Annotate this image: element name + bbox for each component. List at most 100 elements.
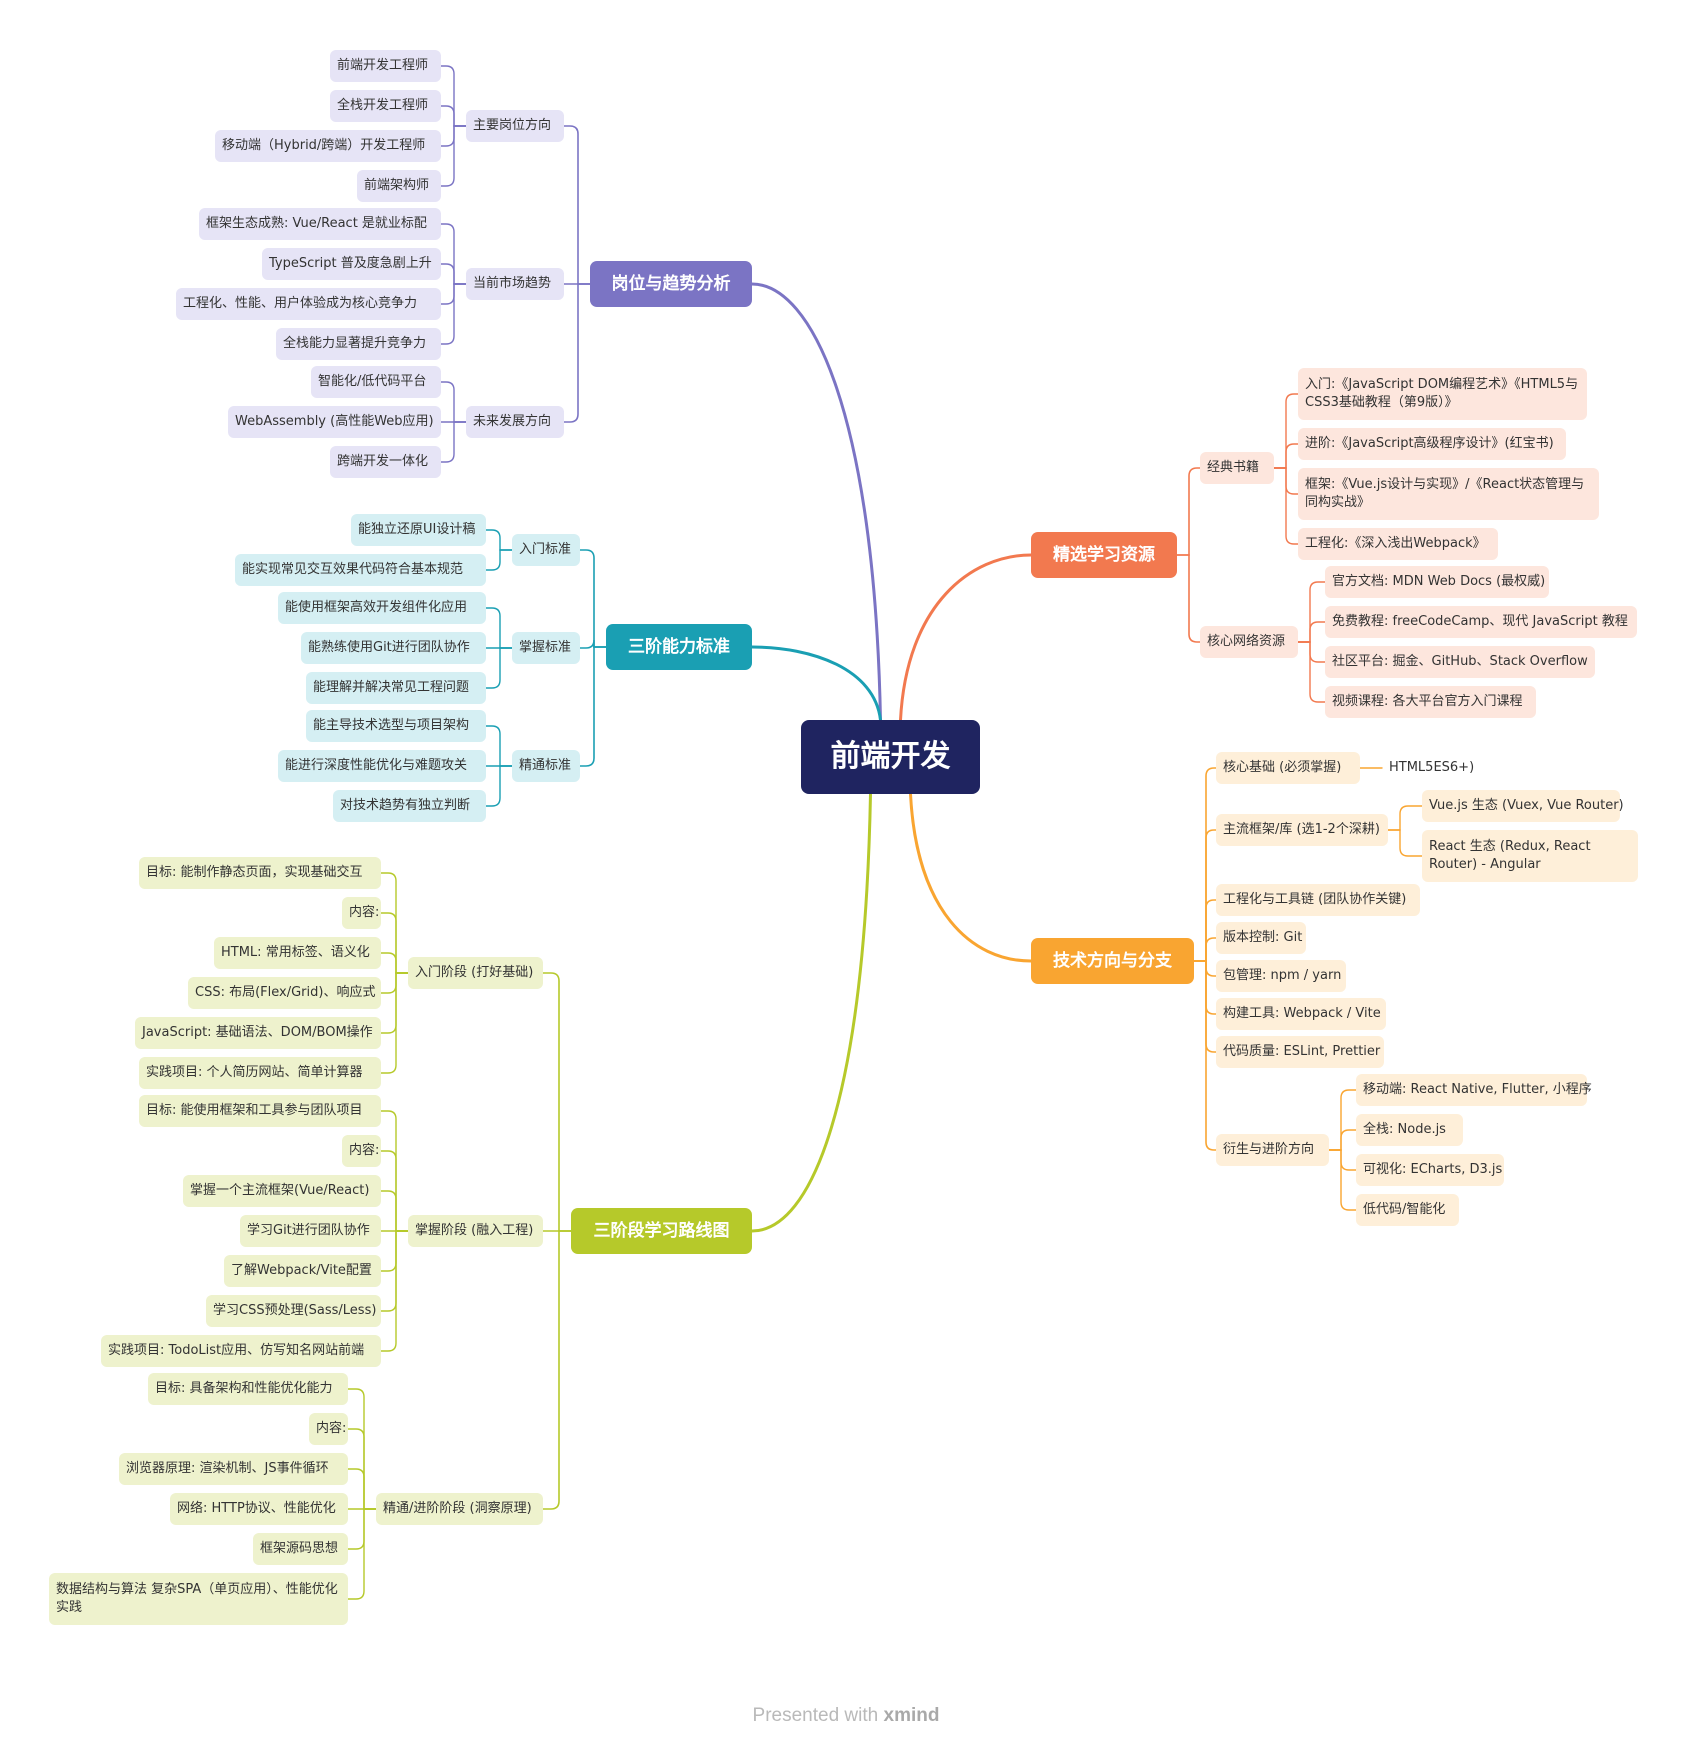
leaf-roadmap-2-0[interactable]: 目标: 具备架构和性能优化能力 bbox=[148, 1373, 348, 1405]
leaf-resources-0-1[interactable]: 进阶:《JavaScript高级程序设计》(红宝书) bbox=[1298, 428, 1566, 460]
connector bbox=[440, 65, 467, 127]
leaf-resources-0-3[interactable]: 工程化:《深入浅出Webpack》 bbox=[1298, 528, 1498, 560]
leaf-roadmap-1-2[interactable]: 掌握一个主流框架(Vue/React) bbox=[183, 1175, 381, 1207]
connector bbox=[1193, 960, 1217, 1015]
leaf-roadmap-2-2[interactable]: 浏览器原理: 渲染机制、JS事件循环 bbox=[119, 1453, 348, 1485]
leaf-abilities-0-1[interactable]: 能实现常见交互效果代码符合基本规范 bbox=[235, 554, 486, 586]
connector bbox=[1193, 960, 1217, 977]
leaf-roadmap-0-4[interactable]: JavaScript: 基础语法、DOM/BOM操作 bbox=[135, 1017, 381, 1049]
leaf-tech-0-0[interactable]: HTML5ES6+) bbox=[1389, 760, 1475, 776]
leaf-positions-0-1[interactable]: 全栈开发工程师 bbox=[330, 90, 441, 122]
leaf-tech-1-1[interactable]: React 生态 (Redux, React Router) - Angular bbox=[1422, 830, 1638, 882]
branch-abilities[interactable]: 三阶能力标准 bbox=[606, 624, 752, 670]
leaf-roadmap-2-1[interactable]: 内容: bbox=[309, 1413, 348, 1445]
leaf-roadmap-0-2[interactable]: HTML: 常用标签、语义化 bbox=[214, 937, 381, 969]
leaf-positions-0-3[interactable]: 前端架构师 bbox=[357, 170, 441, 202]
root-topic[interactable]: 前端开发 bbox=[801, 720, 980, 794]
leaf-resources-1-3[interactable]: 视频课程: 各大平台官方入门课程 bbox=[1325, 686, 1536, 718]
subtopic-positions-0[interactable]: 主要岗位方向 bbox=[466, 110, 564, 142]
leaf-positions-0-2[interactable]: 移动端（Hybrid/跨端）开发工程师 bbox=[215, 130, 441, 162]
leaf-abilities-1-1[interactable]: 能熟练使用Git进行团队协作 bbox=[301, 632, 486, 664]
subtopic-tech-7[interactable]: 衍生与进阶方向 bbox=[1216, 1134, 1329, 1166]
leaf-abilities-1-0[interactable]: 能使用框架高效开发组件化应用 bbox=[278, 592, 486, 624]
subtopic-resources-0[interactable]: 经典书籍 bbox=[1200, 452, 1274, 484]
subtopic-tech-4[interactable]: 包管理: npm / yarn bbox=[1216, 960, 1346, 992]
leaf-abilities-2-0[interactable]: 能主导技术选型与项目架构 bbox=[306, 710, 486, 742]
leaf-roadmap-1-6[interactable]: 实践项目: TodoList应用、仿写知名网站前端 bbox=[101, 1335, 381, 1367]
leaf-roadmap-0-1[interactable]: 内容: bbox=[342, 897, 381, 929]
connector bbox=[380, 1230, 409, 1272]
leaf-roadmap-2-5[interactable]: 数据结构与算法 复杂SPA（单页应用）、性能优化实践 bbox=[49, 1573, 348, 1625]
connector bbox=[380, 972, 409, 994]
leaf-abilities-0-0[interactable]: 能独立还原UI设计稿 bbox=[351, 514, 486, 546]
subtopic-roadmap-0[interactable]: 入门阶段 (打好基础) bbox=[408, 957, 543, 989]
subtopic-abilities-2[interactable]: 精通标准 bbox=[512, 750, 580, 782]
leaf-roadmap-0-5[interactable]: 实践项目: 个人简历网站、简单计算器 bbox=[139, 1057, 381, 1089]
leaf-positions-1-0[interactable]: 框架生态成熟: Vue/React 是就业标配 bbox=[199, 208, 441, 240]
subtopic-roadmap-2[interactable]: 精通/进阶阶段 (洞察原理) bbox=[376, 1493, 543, 1525]
connector bbox=[380, 972, 409, 1074]
connector bbox=[909, 792, 1033, 963]
leaf-roadmap-0-3[interactable]: CSS: 布局(Flex/Grid)、响应式 bbox=[188, 977, 381, 1009]
leaf-positions-2-1[interactable]: WebAssembly (高性能Web应用) bbox=[228, 406, 441, 438]
leaf-roadmap-2-3[interactable]: 网络: HTTP协议、性能优化 bbox=[170, 1493, 348, 1525]
leaf-resources-0-2[interactable]: 框架:《Vue.js设计与实现》/《React状态管理与同构实战》 bbox=[1298, 468, 1599, 520]
subtopic-tech-5[interactable]: 构建工具: Webpack / Vite bbox=[1216, 998, 1386, 1030]
subtopic-tech-0[interactable]: 核心基础 (必须掌握) bbox=[1216, 752, 1360, 784]
leaf-positions-1-3[interactable]: 全栈能力显著提升竞争力 bbox=[276, 328, 441, 360]
connector bbox=[440, 105, 467, 127]
leaf-abilities-1-2[interactable]: 能理解并解决常见工程问题 bbox=[306, 672, 486, 704]
leaf-roadmap-0-0[interactable]: 目标: 能制作静态页面，实现基础交互 bbox=[139, 857, 381, 889]
leaf-positions-1-2[interactable]: 工程化、性能、用户体验成为核心竞争力 bbox=[176, 288, 441, 320]
connector bbox=[440, 223, 467, 285]
leaf-tech-1-0[interactable]: Vue.js 生态 (Vuex, Vue Router) bbox=[1422, 790, 1624, 822]
connector bbox=[380, 1190, 409, 1232]
leaf-tech-7-2[interactable]: 可视化: ECharts, D3.js bbox=[1356, 1154, 1504, 1186]
leaf-resources-1-2[interactable]: 社区平台: 掘金、GitHub、Stack Overflow bbox=[1325, 646, 1595, 678]
subtopic-tech-1[interactable]: 主流框架/库 (选1-2个深耕) bbox=[1216, 814, 1388, 846]
branch-tech[interactable]: 技术方向与分支 bbox=[1031, 938, 1194, 984]
connector bbox=[380, 972, 409, 1034]
leaf-resources-0-0[interactable]: 入门:《JavaScript DOM编程艺术》《HTML5与CSS3基础教程（第… bbox=[1298, 368, 1587, 420]
connector bbox=[485, 607, 513, 649]
leaf-tech-7-1[interactable]: 全栈: Node.js bbox=[1356, 1114, 1463, 1146]
subtopic-tech-6[interactable]: 代码质量: ESLint, Prettier bbox=[1216, 1036, 1384, 1068]
subtopic-abilities-0[interactable]: 入门标准 bbox=[512, 534, 580, 566]
subtopic-resources-1[interactable]: 核心网络资源 bbox=[1200, 626, 1298, 658]
subtopic-positions-1[interactable]: 当前市场趋势 bbox=[466, 268, 564, 300]
connector bbox=[1273, 467, 1299, 545]
branch-roadmap[interactable]: 三阶段学习路线图 bbox=[571, 1208, 752, 1254]
subtopic-roadmap-1[interactable]: 掌握阶段 (融入工程) bbox=[408, 1215, 543, 1247]
connector bbox=[380, 912, 409, 974]
subtopic-tech-2[interactable]: 工程化与工具链 (团队协作关键) bbox=[1216, 884, 1420, 916]
connector bbox=[347, 1428, 377, 1510]
leaf-positions-0-0[interactable]: 前端开发工程师 bbox=[330, 50, 441, 82]
leaf-resources-1-0[interactable]: 官方文档: MDN Web Docs (最权威) bbox=[1325, 566, 1549, 598]
leaf-abilities-2-1[interactable]: 能进行深度性能优化与难题攻关 bbox=[278, 750, 486, 782]
leaf-abilities-2-2[interactable]: 对技术趋势有独立判断 bbox=[333, 790, 486, 822]
leaf-roadmap-1-4[interactable]: 了解Webpack/Vite配置 bbox=[224, 1255, 381, 1287]
subtopic-tech-3[interactable]: 版本控制: Git bbox=[1216, 922, 1306, 954]
leaf-roadmap-1-0[interactable]: 目标: 能使用框架和工具参与团队项目 bbox=[139, 1095, 381, 1127]
leaf-positions-2-2[interactable]: 跨端开发一体化 bbox=[330, 446, 441, 478]
leaf-positions-1-1[interactable]: TypeScript 普及度急剧上升 bbox=[262, 248, 441, 280]
connector bbox=[1193, 899, 1217, 962]
leaf-positions-2-0[interactable]: 智能化/低代码平台 bbox=[311, 366, 441, 398]
connector bbox=[1176, 467, 1201, 556]
branch-resources[interactable]: 精选学习资源 bbox=[1031, 532, 1177, 578]
connector bbox=[542, 1230, 572, 1510]
leaf-tech-7-3[interactable]: 低代码/智能化 bbox=[1356, 1194, 1459, 1226]
connector bbox=[380, 1110, 409, 1232]
leaf-roadmap-1-3[interactable]: 学习Git进行团队协作 bbox=[240, 1215, 381, 1247]
footer-prefix: Presented with bbox=[752, 1705, 879, 1726]
leaf-roadmap-1-1[interactable]: 内容: bbox=[342, 1135, 381, 1167]
leaf-roadmap-2-4[interactable]: 框架源码思想 bbox=[253, 1533, 348, 1565]
leaf-roadmap-1-5[interactable]: 学习CSS预处理(Sass/Less) bbox=[206, 1295, 381, 1327]
connector bbox=[1193, 960, 1217, 1053]
leaf-tech-7-0[interactable]: 移动端: React Native, Flutter, 小程序 bbox=[1356, 1074, 1592, 1106]
subtopic-abilities-1[interactable]: 掌握标准 bbox=[512, 632, 580, 664]
leaf-resources-1-1[interactable]: 免费教程: freeCodeCamp、现代 JavaScript 教程 bbox=[1325, 606, 1637, 638]
subtopic-positions-2[interactable]: 未来发展方向 bbox=[466, 406, 564, 438]
branch-positions[interactable]: 岗位与趋势分析 bbox=[590, 261, 752, 307]
